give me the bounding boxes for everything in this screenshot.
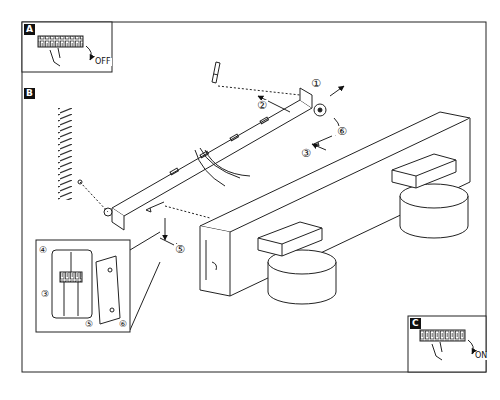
callout-number: ②: [256, 100, 268, 111]
callout-number: ⑤: [84, 320, 94, 329]
breaker-block: [38, 36, 83, 47]
callout-number: ①: [310, 78, 322, 89]
switch-state: OFF: [94, 58, 112, 66]
panel-letter: C: [410, 318, 421, 329]
switch-state: ON: [474, 352, 488, 360]
junction-lid: [96, 256, 120, 324]
breaker-block: [420, 330, 465, 341]
supply-wires: [195, 148, 250, 186]
callout-number: ⑥: [118, 320, 128, 329]
junction-box: [52, 250, 92, 318]
hand: [432, 342, 442, 360]
lid-screw: [108, 268, 112, 272]
inset-frame: [36, 240, 130, 332]
inset-wires: [64, 252, 78, 316]
voltage-tester: [212, 62, 220, 83]
switch-arrow: [86, 46, 91, 60]
bracket-flange: [300, 88, 312, 108]
wall-hole: [78, 180, 82, 184]
arrow: [165, 218, 166, 240]
panel-a: [22, 22, 112, 72]
wall-hatching: [58, 108, 72, 200]
panel-letter: B: [24, 88, 35, 99]
terminal-block: [60, 272, 82, 282]
inset-leader: [130, 232, 160, 330]
keyhole-slot: [206, 240, 217, 280]
callout-number: ③: [40, 290, 50, 299]
callout-number: ⑤: [174, 244, 186, 255]
frame: [22, 22, 486, 372]
arrow: [312, 144, 326, 150]
lamp-head: [258, 222, 336, 304]
panel-letter: A: [24, 24, 35, 35]
arrow: [330, 86, 344, 96]
lid-screw: [110, 308, 114, 312]
callout-number: ③: [300, 148, 312, 159]
screw: [314, 104, 332, 146]
hand: [50, 48, 60, 66]
screw: [104, 202, 164, 216]
bracket-flange: [112, 208, 124, 230]
panel-c: [408, 316, 486, 372]
switch-arrow: [468, 340, 473, 354]
lamp-head: [392, 154, 468, 238]
callout-number: ⑥: [336, 126, 348, 137]
callout-number: ④: [38, 246, 48, 255]
